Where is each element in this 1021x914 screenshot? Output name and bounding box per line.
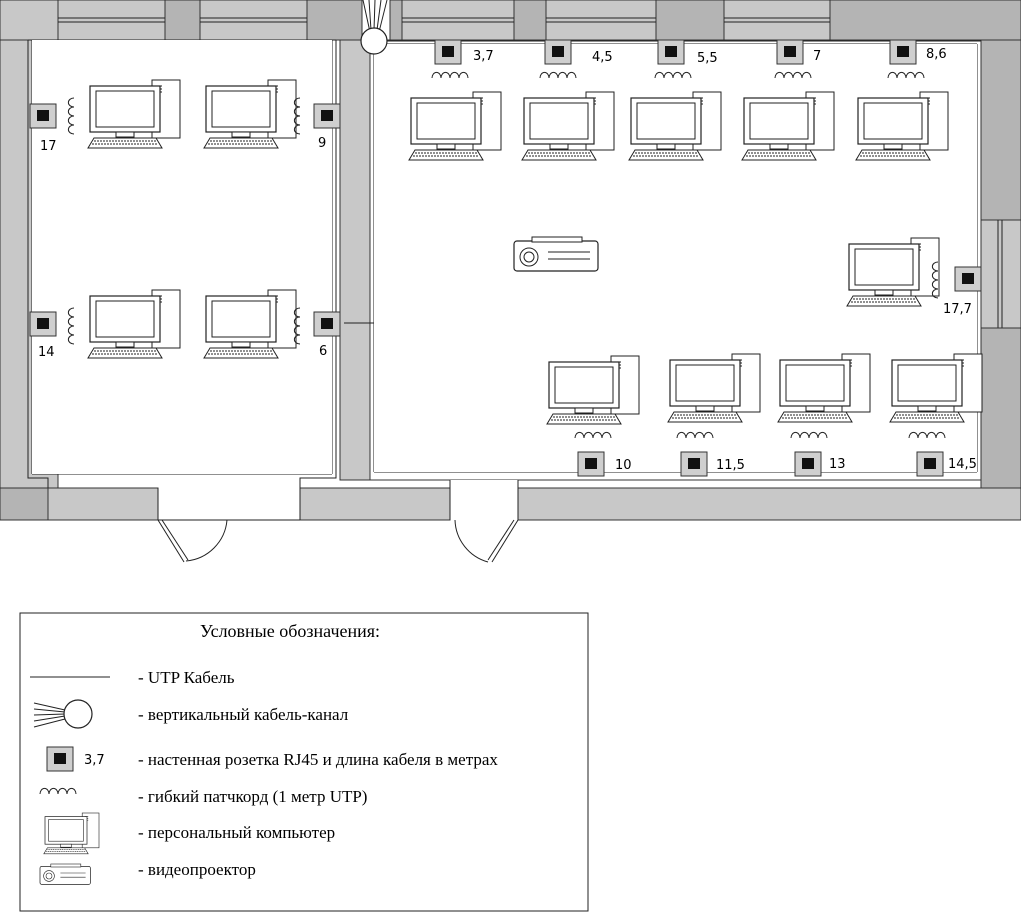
legend-item-projector: - видеопроектор bbox=[138, 860, 256, 879]
pc bbox=[777, 353, 871, 423]
rj45-socket bbox=[954, 266, 982, 292]
socket-length-label: 10 bbox=[615, 458, 632, 473]
pc bbox=[408, 91, 502, 161]
legend-item-utp-cable: - UTP Кабель bbox=[138, 668, 235, 687]
rj45-socket bbox=[29, 311, 57, 337]
left-room: 17 9 14 6 bbox=[29, 79, 341, 360]
socket-length-label: 11,5 bbox=[716, 458, 745, 473]
legend-pc-icon bbox=[43, 812, 100, 855]
legend-item-patch-cord: - гибкий патчкорд (1 метр UTP) bbox=[138, 787, 367, 806]
rj45-socket bbox=[313, 311, 341, 337]
pc bbox=[889, 353, 983, 423]
pc bbox=[741, 91, 835, 161]
right-room-bottom-row: 10 11,5 13 14,5 bbox=[546, 353, 983, 477]
rj45-socket bbox=[680, 451, 708, 477]
rj45-socket bbox=[657, 39, 685, 65]
right-wall-station: 17,7 bbox=[846, 237, 982, 317]
rj45-socket bbox=[313, 103, 341, 129]
socket-length-label: 9 bbox=[318, 136, 326, 151]
pc bbox=[87, 289, 181, 359]
legend-item-pc: - персональный компьютер bbox=[138, 823, 335, 842]
pc bbox=[628, 91, 722, 161]
socket-length-label: 17 bbox=[40, 139, 57, 154]
rj45-socket bbox=[889, 39, 917, 65]
rj45-socket bbox=[776, 39, 804, 65]
right-room-top-row: 3,7 4,5 5,5 7 8,6 bbox=[408, 39, 949, 161]
socket-length-label: 14,5 bbox=[948, 457, 977, 472]
doors bbox=[157, 480, 519, 563]
legend-socket-icon bbox=[46, 746, 74, 772]
legend-projector-icon bbox=[39, 863, 91, 885]
rj45-socket bbox=[29, 103, 57, 129]
socket-length-label: 13 bbox=[829, 457, 846, 472]
pc bbox=[521, 91, 615, 161]
legend: Условные обозначения: - UTP Кабель - вер… bbox=[19, 612, 589, 912]
socket-length-label: 14 bbox=[38, 345, 55, 360]
pc bbox=[203, 289, 297, 359]
legend-sample-length: 3,7 bbox=[84, 753, 105, 768]
socket-length-label: 6 bbox=[319, 344, 327, 359]
socket-length-label: 4,5 bbox=[592, 50, 613, 65]
legend-item-cable-channel: - вертикальный кабель-канал bbox=[138, 705, 349, 724]
socket-length-label: 8,6 bbox=[926, 47, 947, 62]
rj45-socket bbox=[916, 451, 944, 477]
legend-item-socket: - настенная розетка RJ45 и длина кабеля … bbox=[138, 750, 498, 769]
socket-length-label: 17,7 bbox=[943, 302, 972, 317]
pc bbox=[667, 353, 761, 423]
socket-length-label: 3,7 bbox=[473, 49, 494, 64]
rj45-socket bbox=[577, 451, 605, 477]
pc bbox=[546, 355, 640, 425]
rj45-socket bbox=[544, 39, 572, 65]
legend-title: Условные обозначения: bbox=[200, 621, 380, 641]
rj45-socket bbox=[434, 39, 462, 65]
socket-length-label: 5,5 bbox=[697, 51, 718, 66]
pc bbox=[87, 79, 181, 149]
rj45-socket bbox=[794, 451, 822, 477]
legend-cable-channel-icon bbox=[33, 699, 93, 729]
vertical-cable-channel bbox=[360, 0, 388, 55]
projector bbox=[513, 236, 599, 272]
pc bbox=[855, 91, 949, 161]
pc bbox=[203, 79, 297, 149]
socket-length-label: 7 bbox=[813, 49, 821, 64]
pc bbox=[846, 237, 940, 307]
